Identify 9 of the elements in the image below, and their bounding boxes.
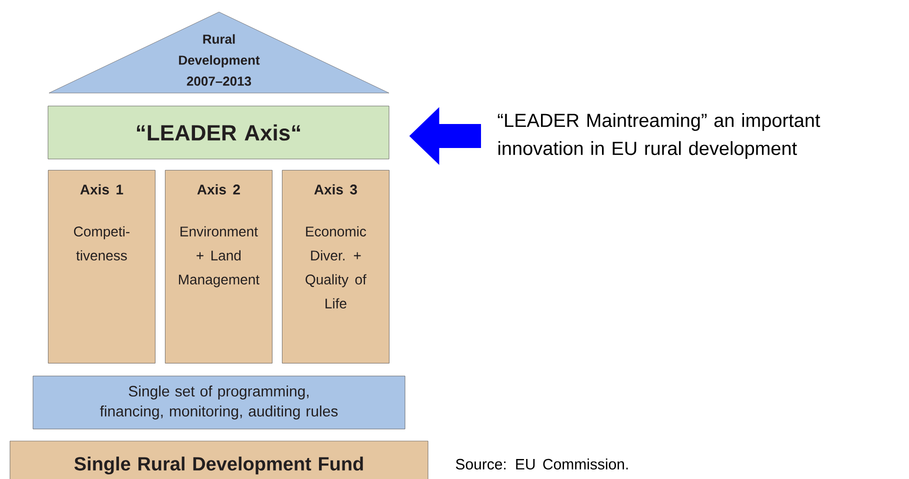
rules-box: Single set of programming, financing, monitoring, auditing rules [32,376,406,430]
fund-box: Single Rural Development Fund [10,440,428,479]
axis-pillar: Axis 2 Environment + Land Management [165,170,272,364]
axis-pillar: Axis 3 Economic Diver. + Quality of Life [282,170,390,364]
leader-axis-box: “LEADER Axis“ [48,106,390,160]
roof-triangle: Rural Development 2007–2013 [48,12,390,94]
annotation-text: “LEADER Maintreaming” an important innovation in EU rural development [498,113,820,159]
axis-pillar: Axis 1 Competi- tiveness [48,170,156,364]
source-note: Source: EU Commission. [456,458,628,470]
